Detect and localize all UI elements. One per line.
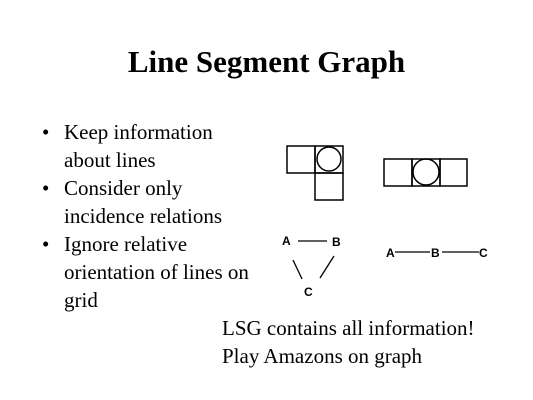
bullet-item: Ignore relative orientation of lines on …	[32, 230, 262, 314]
node-label-b: B	[431, 246, 440, 260]
board-cell	[439, 158, 468, 187]
triangle-lsg: A B C	[282, 234, 341, 299]
node-label-a: A	[282, 234, 291, 248]
bullet-list: Keep information about lines Consider on…	[32, 118, 262, 314]
bullet-item: Consider only incidence relations	[32, 174, 262, 230]
board-cell	[314, 172, 344, 201]
path-lsg: A B C	[386, 246, 488, 260]
node-label-c: C	[479, 246, 488, 260]
summary-line: Play Amazons on graph	[222, 344, 423, 368]
edge-bc	[319, 255, 335, 279]
node-label-c: C	[304, 285, 313, 299]
board-cell	[314, 145, 344, 174]
amazon-piece	[412, 158, 440, 186]
l-shaped-board	[286, 145, 344, 201]
edge-ac	[292, 259, 303, 280]
summary-line: LSG contains all information!	[222, 316, 475, 340]
amazon-piece	[316, 146, 342, 172]
summary-text: LSG contains all information! Play Amazo…	[222, 314, 475, 370]
node-label-a: A	[386, 246, 395, 260]
node-label-b: B	[332, 235, 341, 249]
board-cell	[383, 158, 413, 187]
board-cell	[286, 145, 316, 174]
bullet-item: Keep information about lines	[32, 118, 262, 174]
slide-title: Line Segment Graph	[127, 44, 406, 79]
straight-board	[383, 158, 468, 187]
